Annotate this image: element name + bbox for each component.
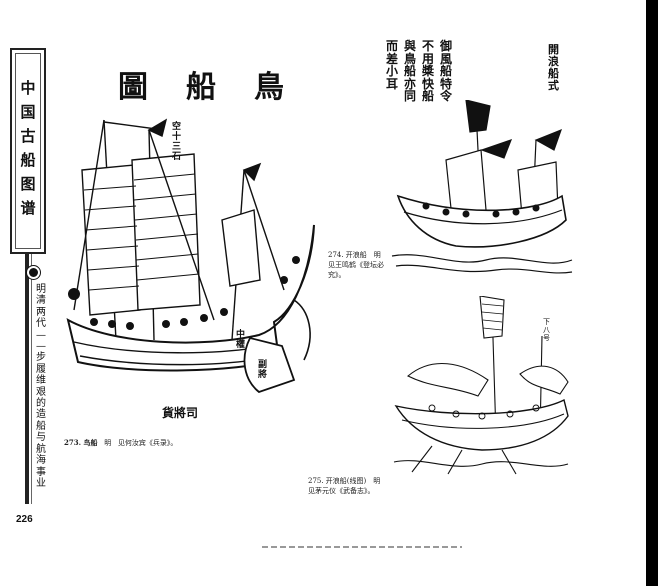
bow-char: 中 (236, 330, 246, 340)
caption-line: 见王鸣鹤《登坛必 (328, 261, 384, 269)
poem-char: 耳 (386, 76, 399, 91)
subtitle-char: 事 (36, 466, 46, 478)
poem-text: 御風船特令不用槳快船與鳥船亦同而差小耳 (386, 40, 452, 103)
book-title-char: 船 (20, 151, 36, 169)
poem-char: 槳 (422, 64, 435, 78)
sail-char: 三 (172, 142, 182, 152)
caption-line: 274. 开浪船 明 (328, 251, 381, 259)
caption-273-dyn: 明 (104, 439, 112, 447)
poem-heading-char: 船 (548, 67, 559, 80)
bow-char: 副 (258, 360, 268, 370)
sail-char: 石 (172, 152, 182, 162)
subtitle-char: 航 (36, 443, 46, 455)
caption-line: 见茅元仪《武备志》。 (308, 487, 375, 495)
subtitle-char: — (36, 341, 46, 353)
scan-artifact (262, 546, 462, 548)
page-number: 226 (16, 514, 33, 525)
sail-char: 十 (172, 132, 182, 142)
bow-inscription: 中權 (236, 330, 245, 350)
poem-char: 亦 (404, 76, 417, 91)
poem-heading-char: 開 (548, 43, 559, 56)
subtitle-char: 船 (36, 420, 46, 432)
poem-char: 特 (440, 76, 453, 91)
bullet-icon (27, 266, 40, 279)
sail-char: 空 (172, 122, 182, 132)
poem-column: 與鳥船亦同 (404, 40, 416, 103)
poem-heading-char: 式 (548, 79, 559, 92)
caption-line: 275. 开浪船(线图) 明 (308, 477, 381, 485)
mast-char: 八 (543, 326, 550, 334)
book-title-char: 国 (20, 103, 36, 121)
subtitle-char: 清 (36, 295, 46, 307)
poem-char: 御 (440, 39, 453, 53)
main-title-char: 鳥 (254, 70, 286, 105)
bird-ship-illustration (66, 118, 315, 394)
caption-273: 273. 鸟船 明 见何汝宾《兵录》。 (64, 438, 177, 448)
poem-char: 與 (404, 39, 417, 53)
poem-char: 風 (440, 51, 453, 66)
subtitle-char: 造 (36, 409, 46, 421)
subtitle-char: 履 (36, 363, 46, 375)
poem-char: 快 (422, 76, 435, 91)
book-title-char: 图 (20, 175, 36, 193)
poem-column: 御風船特令 (440, 40, 452, 103)
caption-273-src: 见何汝宾《兵录》。 (117, 439, 178, 447)
subtitle-char: 两 (36, 306, 46, 318)
book-title: 中国古船图谱 (12, 76, 44, 220)
page-edge (646, 0, 658, 586)
subtitle-char: 业 (36, 477, 46, 489)
poem-char: 鳥 (404, 51, 417, 66)
bow-char: 將 (258, 370, 268, 380)
subtitle-char: — (36, 329, 46, 341)
poem-char: 令 (440, 89, 453, 103)
poem-char: 不 (422, 39, 435, 53)
poem-char: 同 (404, 89, 417, 103)
caption-line: 究》。 (328, 271, 346, 279)
poem-char: 用 (422, 51, 435, 66)
subtitle-char: 明 (36, 284, 46, 295)
ship-banner: 貨將司 (162, 406, 199, 420)
main-title: 鳥船圖 (118, 62, 286, 106)
poem-column: 不用槳快船 (422, 40, 434, 103)
subtitle-char: 艰 (36, 386, 46, 398)
section-subtitle: 明清两代——步履维艰的造船与航海事业 (34, 284, 48, 489)
sail-inscription: 空十三石 (172, 122, 181, 162)
book-title-char: 古 (20, 127, 36, 145)
poem-char: 而 (386, 39, 399, 53)
sidebar-rule (25, 254, 29, 504)
poem-char: 船 (422, 89, 435, 103)
book-title-char: 谱 (20, 199, 36, 217)
poem-column: 而差小耳 (386, 40, 398, 103)
subtitle-char: 步 (36, 352, 46, 364)
open-wave-ship-illustration (391, 100, 573, 274)
mast-inscription: 下八号 (543, 318, 550, 342)
main-title-char: 船 (186, 70, 218, 105)
mast-char: 号 (543, 334, 550, 342)
poem-char: 小 (386, 64, 399, 78)
bow-inscription-2: 副將 (258, 360, 267, 380)
book-title-char: 中 (20, 79, 36, 97)
poem-heading-char: 浪 (548, 55, 559, 68)
poem-char: 船 (404, 64, 417, 78)
poem-char: 差 (386, 51, 399, 66)
subtitle-char: 的 (36, 398, 46, 410)
bow-char: 權 (236, 340, 246, 350)
subtitle-char: 代 (36, 318, 46, 330)
subtitle-char: 与 (36, 432, 46, 444)
subtitle-char: 维 (36, 375, 46, 387)
sidebar-rule-thin (31, 254, 32, 504)
mast-char: 下 (543, 318, 550, 326)
subtitle-char: 海 (36, 455, 46, 467)
main-title-char: 圖 (118, 70, 150, 105)
poem-char: 船 (440, 64, 453, 78)
caption-274: 274. 开浪船 明见王鸣鹤《登坛必究》。 (328, 250, 384, 280)
caption-273-num: 273. 鸟船 (64, 438, 98, 447)
book-title-box: 中国古船图谱 (10, 48, 46, 254)
open-wave-ship-line-drawing (393, 296, 569, 475)
poem-heading: 開浪船式 (548, 44, 559, 92)
caption-275: 275. 开浪船(线图) 明见茅元仪《武备志》。 (308, 476, 380, 496)
